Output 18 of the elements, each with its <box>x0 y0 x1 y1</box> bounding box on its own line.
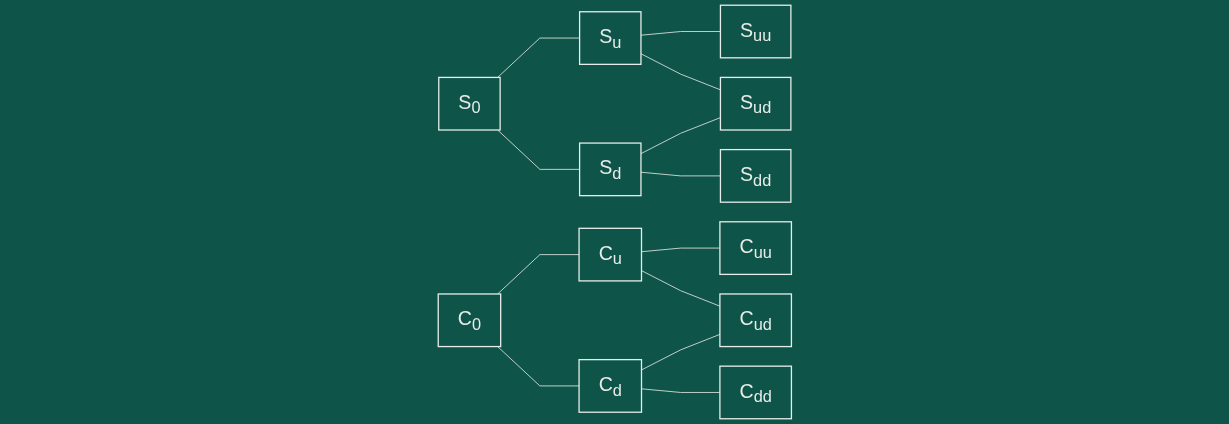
connector <box>640 117 721 155</box>
node-box: S$_{0}$ <box>437 76 501 131</box>
node-box: C$_{uu}$ <box>718 221 792 276</box>
connector <box>640 31 721 36</box>
connector <box>496 129 580 170</box>
node-box: C$_{u}$ <box>578 227 642 282</box>
node-box: S$_{ud}$ <box>719 76 792 131</box>
connector <box>640 171 721 177</box>
node-box: S$_{uu}$ <box>719 4 792 59</box>
connector <box>640 53 721 91</box>
node-box: S$_{dd}$ <box>719 148 792 203</box>
node-box: S$_{u}$ <box>578 11 642 65</box>
node-box: C$_{dd}$ <box>718 365 792 420</box>
node-box: C$_{ud}$ <box>718 293 792 348</box>
node-box: S$_{d}$ <box>578 142 642 197</box>
node-box: C$_{0}$ <box>437 293 501 348</box>
node-box: C$_{d}$ <box>578 359 642 413</box>
connector <box>496 37 580 78</box>
